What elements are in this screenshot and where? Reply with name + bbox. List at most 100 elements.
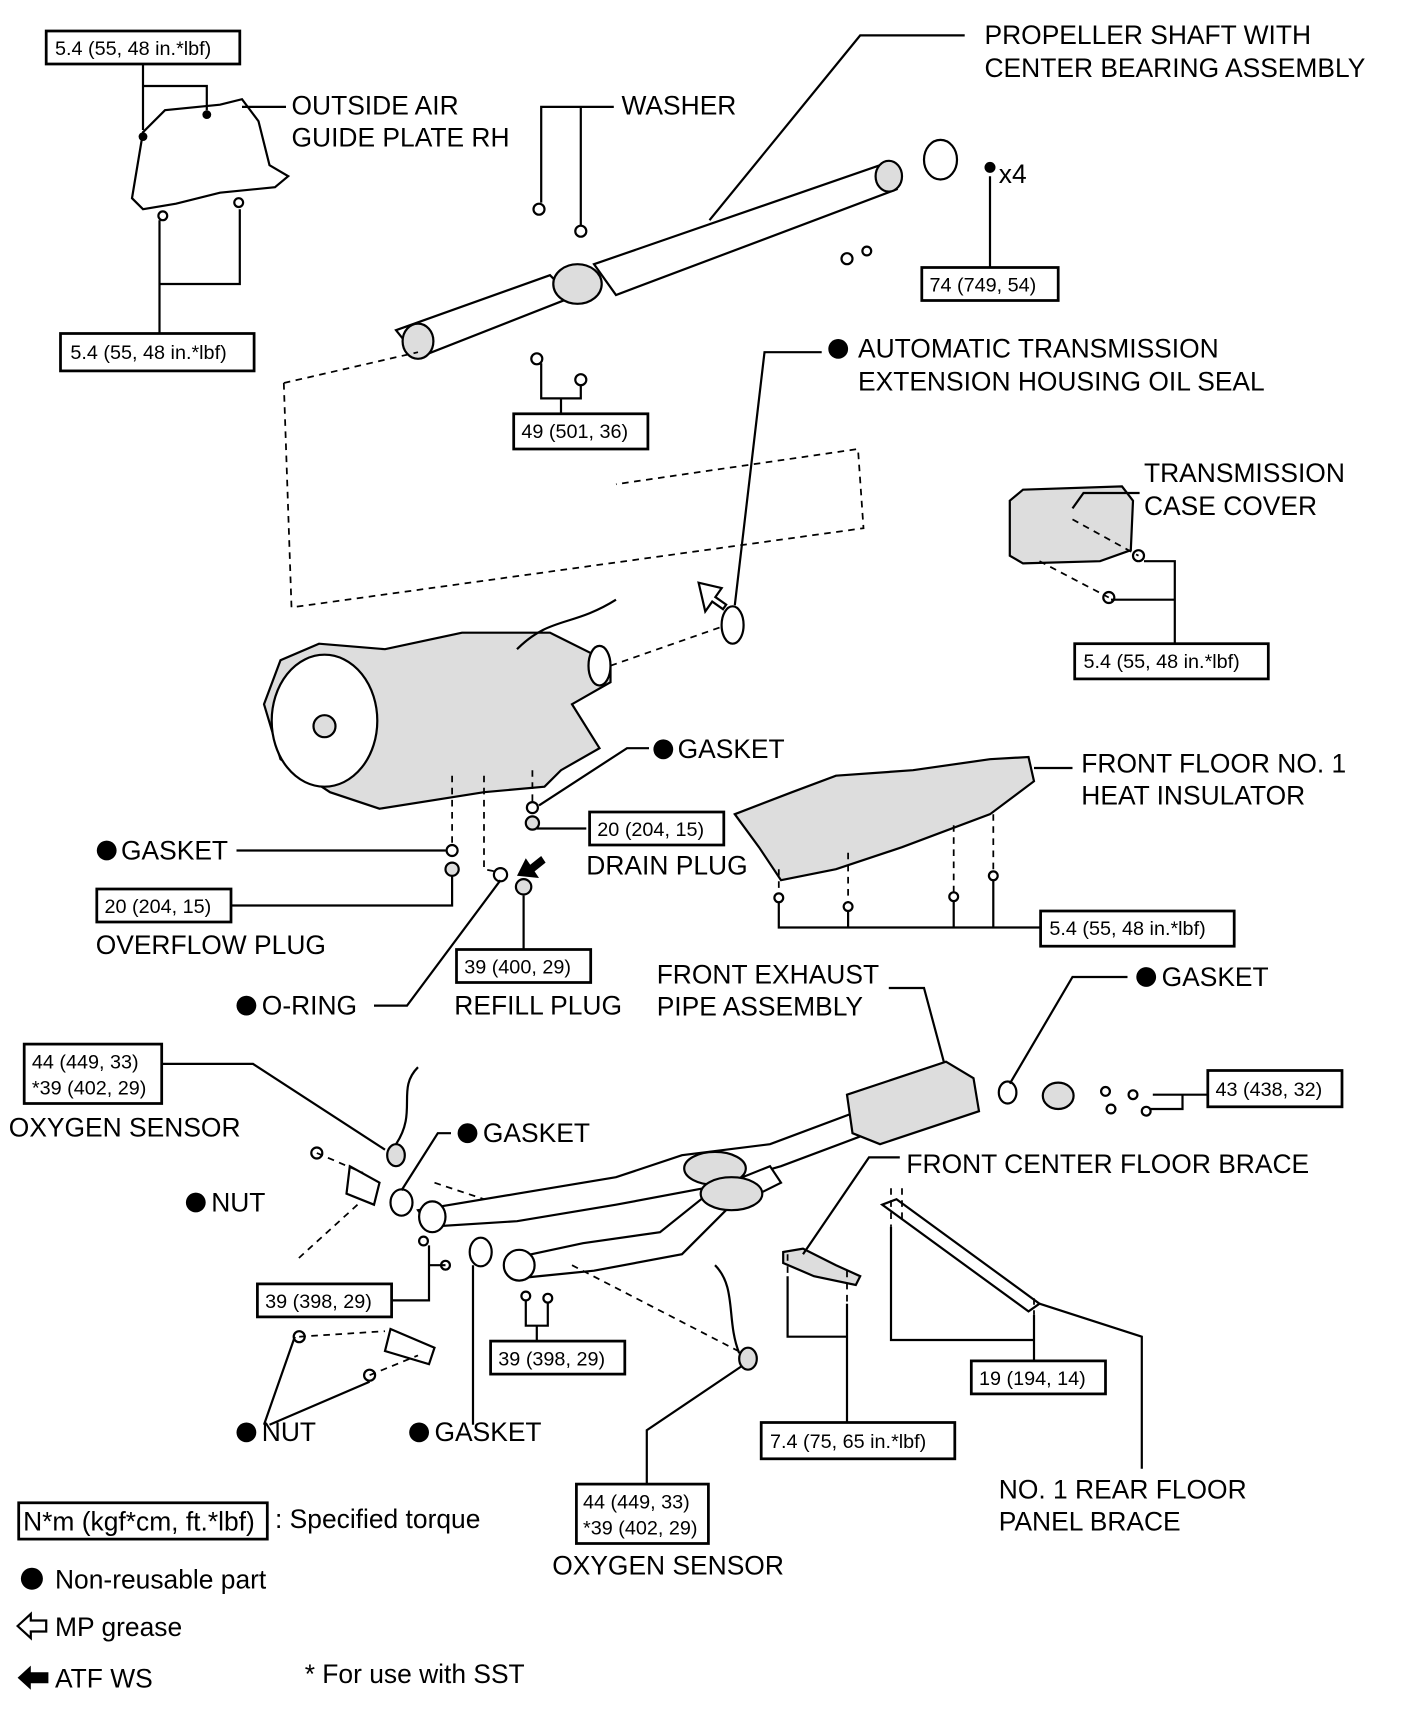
torque-box: 44 (449, 33) *39 (402, 29) (22, 1042, 164, 1105)
prop-shaft-yoke (401, 322, 435, 360)
no1-rear-floor-panel-brace (879, 1197, 1042, 1313)
washer-icon (532, 202, 546, 216)
torque-box: 20 (204, 15) (588, 810, 726, 847)
heat-insulator-label: HEAT INSULATOR (1081, 780, 1305, 810)
nut-icon (948, 891, 960, 903)
oxygen-sensor-label: OXYGEN SENSOR (552, 1550, 784, 1580)
svg-text:74 (749, 54): 74 (749, 54) (930, 275, 1037, 297)
non-reusable-icon (409, 1422, 429, 1443)
front-center-brace-label: FRONT CENTER FLOOR BRACE (906, 1149, 1309, 1179)
lower-gasket-label: GASKET (435, 1417, 542, 1447)
torque-box: 39 (398, 29) (256, 1282, 393, 1319)
refill-plug-icon (514, 878, 533, 896)
svg-text:39 (400, 29): 39 (400, 29) (464, 957, 571, 979)
heat-insulator-label: FRONT FLOOR NO. 1 (1081, 748, 1346, 778)
outside-air-guide-plate (130, 97, 291, 211)
muffler (845, 1060, 981, 1146)
case-cover-label: CASE COVER (1144, 491, 1317, 521)
washer-label: WASHER (622, 91, 737, 121)
overflow-gasket-label: GASKET (121, 835, 228, 865)
torque-box: 74 (749, 54) (920, 266, 1060, 302)
non-reusable-icon (1136, 967, 1157, 987)
nut-icon (842, 901, 854, 913)
o2-gasket-label: GASKET (483, 1118, 590, 1148)
svg-text:39 (398, 29): 39 (398, 29) (498, 1348, 605, 1370)
svg-text:44 (449, 33): 44 (449, 33) (32, 1051, 139, 1073)
atf-arrow-icon (517, 856, 546, 878)
svg-text:*39 (402, 29): *39 (402, 29) (32, 1078, 146, 1100)
bolt-icon (574, 373, 588, 387)
bolt-icon (202, 110, 212, 119)
torque-box: 49 (501, 36) (512, 412, 650, 451)
bolt-icon (1100, 1085, 1111, 1097)
o-ring-label: O-RING (262, 990, 357, 1020)
o-ring-icon (492, 867, 509, 883)
gasket-ring (418, 1200, 447, 1234)
mp-grease-arrow-icon (697, 581, 728, 615)
bolt-icon (138, 132, 148, 141)
non-reusable-icon (20, 1567, 43, 1590)
legend-atf-ws: ATF WS (55, 1664, 153, 1694)
front-exhaust-label: FRONT EXHAUST (657, 960, 879, 990)
quantity-label: x4 (999, 159, 1027, 189)
rear-gasket-label: GASKET (1162, 962, 1269, 992)
torque-box: 39 (400, 29) (455, 948, 593, 984)
propeller-shaft-label: PROPELLER SHAFT WITH (984, 20, 1311, 50)
catalytic-converter (699, 1176, 764, 1212)
svg-text:20 (204, 15): 20 (204, 15) (597, 819, 704, 841)
svg-text:43 (438, 32): 43 (438, 32) (1216, 1079, 1323, 1101)
torque-box: 5.4 (55, 48 in.*lbf) (44, 29, 242, 66)
overflow-plug-icon (444, 861, 460, 877)
center-bearing (552, 263, 603, 305)
heat-shield-lower (383, 1327, 436, 1366)
nut-icon (773, 892, 785, 904)
case-cover-label: TRANSMISSION (1144, 458, 1345, 488)
sensor-wire (714, 1264, 741, 1354)
nut-icon (1140, 1105, 1152, 1117)
exhaust-flange (502, 1248, 536, 1282)
svg-text:5.4 (55, 48 in.*lbf): 5.4 (55, 48 in.*lbf) (1049, 918, 1205, 940)
bolt-icon (418, 1235, 430, 1247)
bolt-icon (1105, 1103, 1117, 1115)
bolt-icon (542, 1292, 554, 1304)
drain-gasket-label: GASKET (678, 734, 785, 764)
svg-text:44 (449, 33): 44 (449, 33) (583, 1491, 690, 1513)
non-reusable-icon (236, 995, 257, 1016)
mp-grease-arrow-icon (15, 1611, 48, 1641)
converter-hub (312, 714, 337, 739)
nut-icon (984, 161, 996, 173)
svg-text:5.4 (55, 48 in.*lbf): 5.4 (55, 48 in.*lbf) (55, 38, 211, 60)
non-reusable-icon (185, 1192, 206, 1213)
oil-seal-label: EXTENSION HOUSING OIL SEAL (858, 367, 1265, 397)
transmission-case-cover (1008, 485, 1135, 565)
gasket-ring (997, 1080, 1018, 1105)
nut-label: NUT (262, 1417, 316, 1447)
svg-text:5.4 (55, 48 in.*lbf): 5.4 (55, 48 in.*lbf) (1083, 651, 1239, 673)
bolt-icon (1102, 590, 1116, 605)
svg-text:39 (398, 29): 39 (398, 29) (265, 1291, 372, 1313)
torque-box: 20 (204, 15) (95, 887, 233, 924)
svg-text:7.4 (75, 65 in.*lbf): 7.4 (75, 65 in.*lbf) (770, 1431, 926, 1453)
torque-box: 5.4 (55, 48 in.*lbf) (1039, 909, 1236, 948)
harness-wire (516, 598, 617, 650)
non-reusable-icon (236, 1422, 257, 1443)
bolt-icon (157, 210, 169, 222)
gasket-ring (468, 1236, 493, 1268)
torque-box: 19 (194, 14) (969, 1359, 1107, 1396)
oxygen-sensor-label: OXYGEN SENSOR (9, 1113, 241, 1143)
non-reusable-icon (96, 840, 117, 861)
nut-label: NUT (211, 1187, 265, 1217)
exhaust-flange (1041, 1081, 1075, 1111)
overflow-plug-label: OVERFLOW PLUG (96, 930, 326, 960)
oil-seal (720, 605, 745, 645)
atf-arrow-icon (17, 1665, 49, 1690)
bolt-icon (861, 245, 873, 257)
propeller-shaft-label: CENTER BEARING ASSEMBLY (984, 53, 1365, 83)
gasket-icon (445, 843, 459, 858)
refill-plug-label: REFILL PLUG (454, 990, 622, 1020)
rear-floor-brace-label: NO. 1 REAR FLOOR (999, 1474, 1247, 1504)
torque-box: 44 (449, 33) *39 (402, 29) (575, 1482, 710, 1545)
svg-text:*39 (402, 29): *39 (402, 29) (583, 1518, 697, 1540)
nut-icon (1127, 1089, 1139, 1101)
outside-air-guide-plate-label: OUTSIDE AIR (292, 91, 459, 121)
